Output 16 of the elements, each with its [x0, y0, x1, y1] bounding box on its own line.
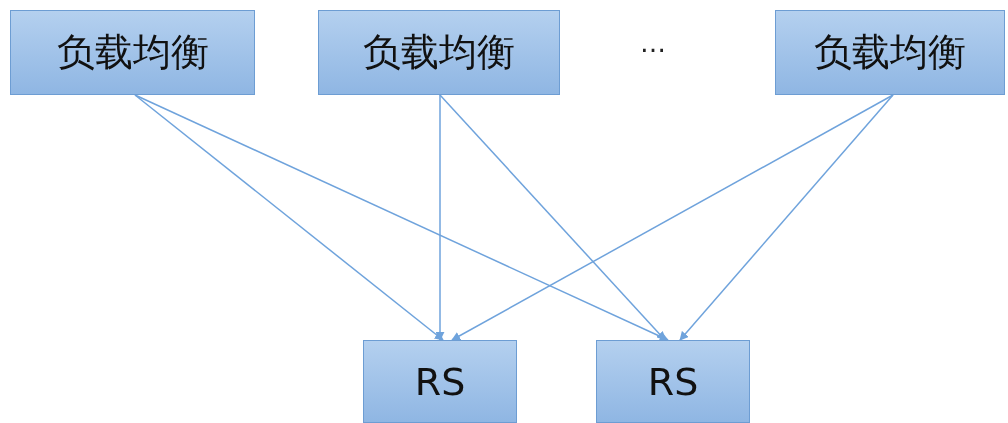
box-label: 负载均衡 — [363, 29, 515, 76]
box-label: 负载均衡 — [56, 29, 209, 76]
process-box — [775, 10, 1005, 95]
arrow — [679, 94, 894, 341]
process-box — [318, 10, 560, 95]
process-box — [363, 340, 517, 423]
arrow — [451, 94, 894, 341]
process-box — [10, 10, 255, 95]
arrow — [134, 94, 669, 341]
box-label: RS — [414, 359, 466, 404]
arrow — [134, 94, 444, 341]
ellipsis-text: … — [640, 28, 666, 58]
process-box — [596, 340, 750, 423]
box-label: 负载均衡 — [814, 29, 966, 76]
arrow — [439, 94, 666, 341]
box-label: RS — [647, 359, 699, 404]
